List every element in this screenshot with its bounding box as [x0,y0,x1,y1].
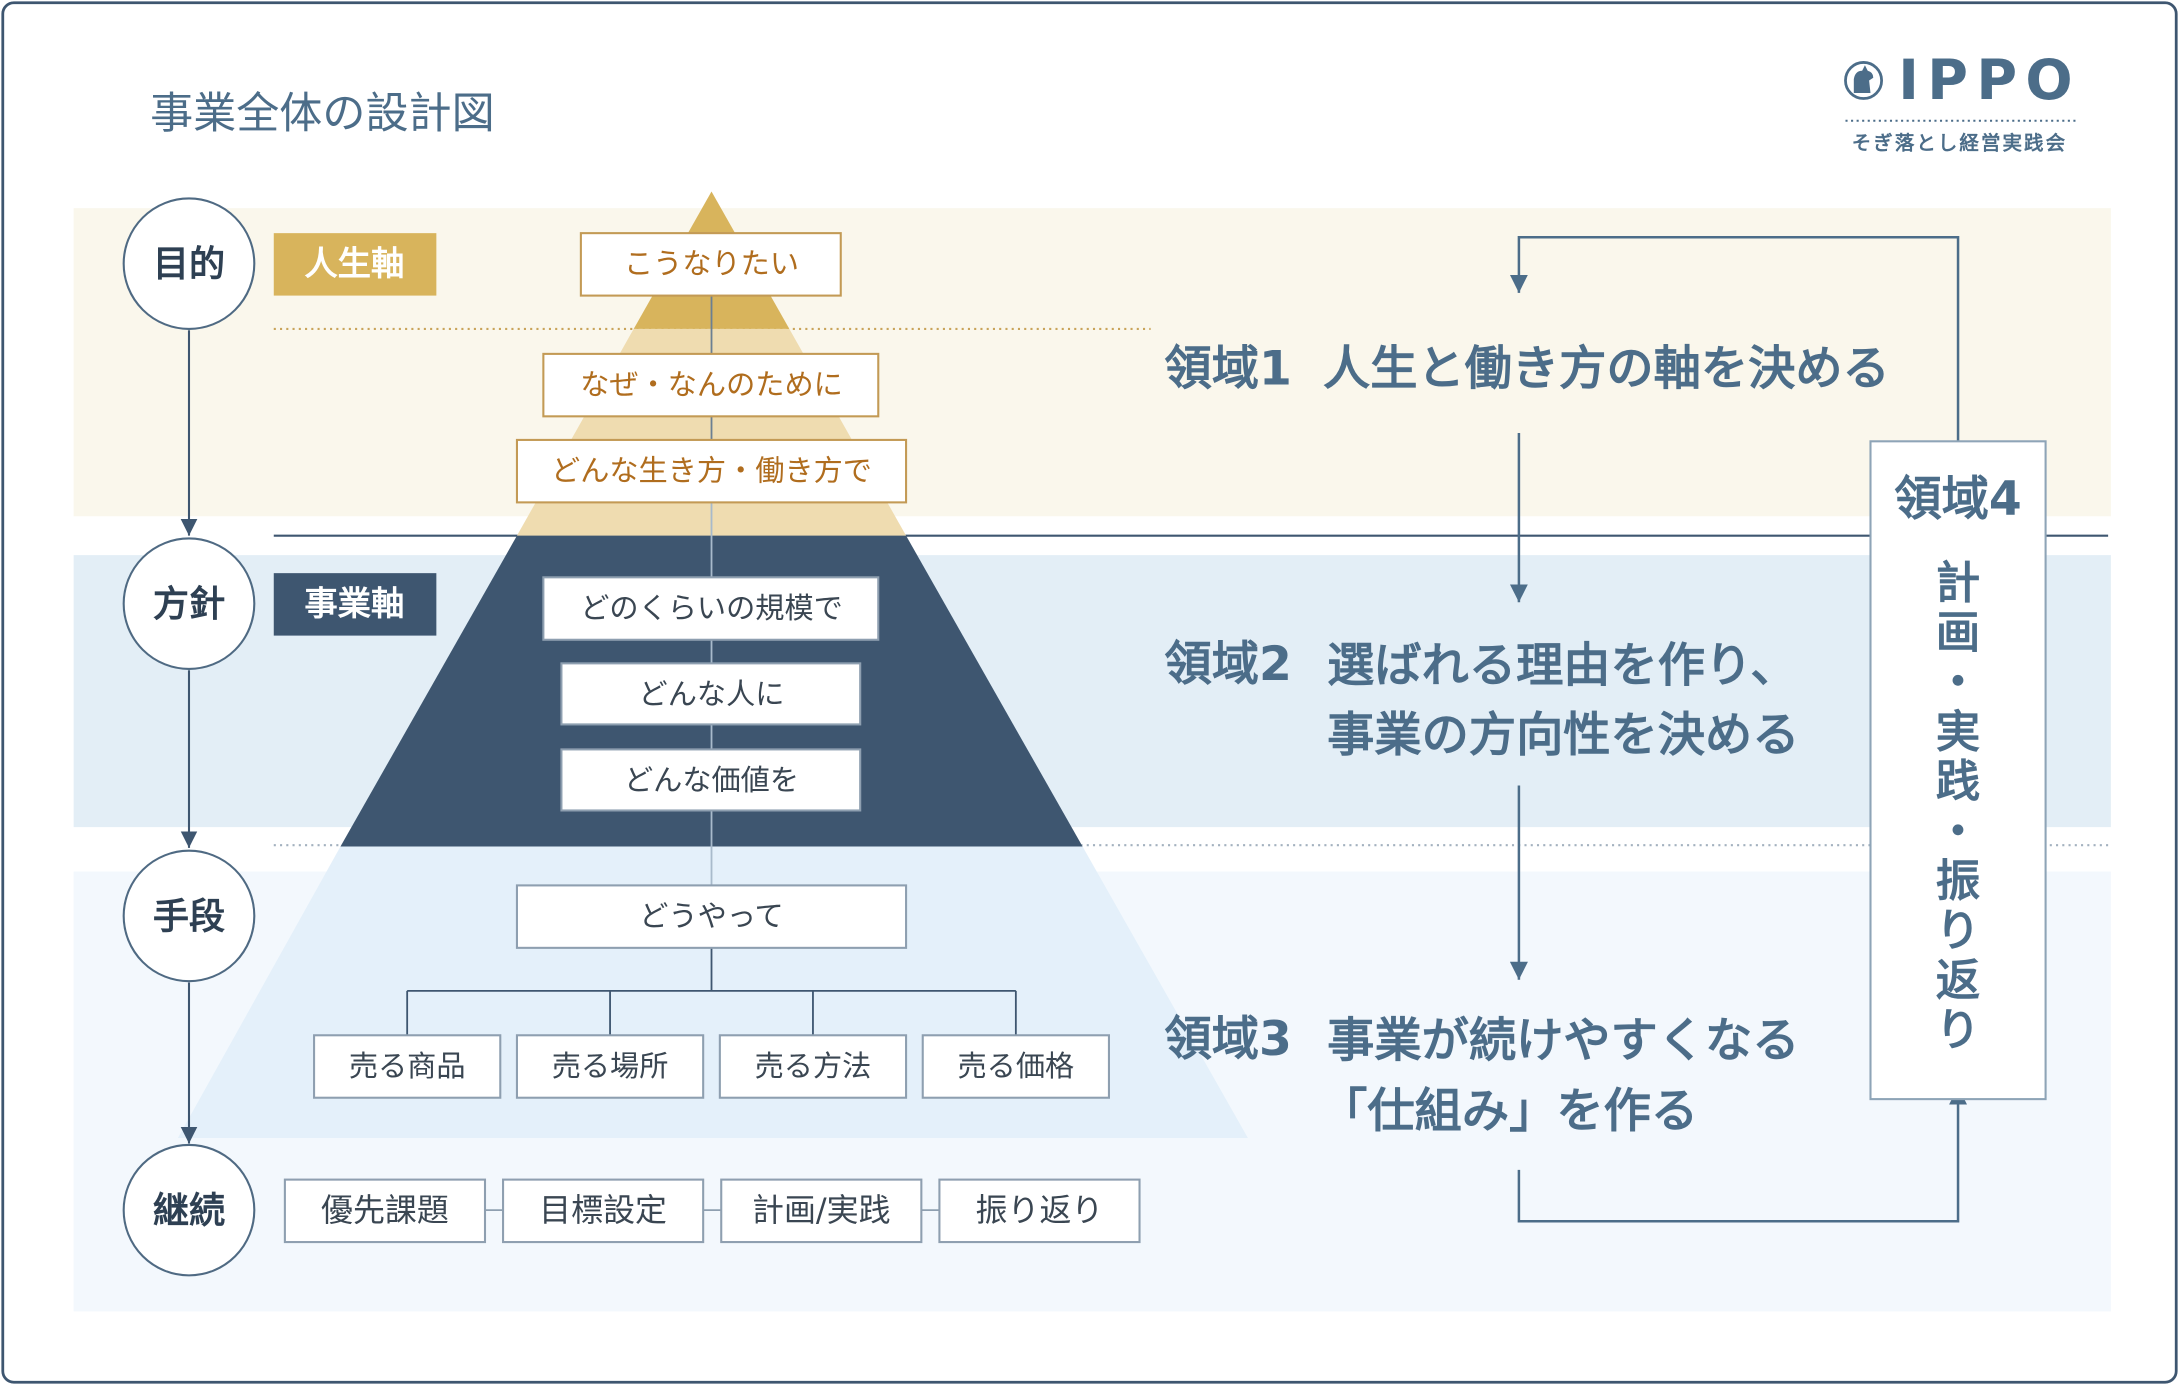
area-4-box [1869,440,2047,1101]
stage-means: 手段 [122,849,256,983]
box-policy-2-label: どんな人に [639,677,785,711]
tag-life-axis: 人生軸 [273,233,437,296]
area-1: 領域1 人生と働き方の軸を決める [1165,342,1890,397]
box-plan-practice-label: 計画/実践 [752,1191,891,1229]
area-3: 領域3 事業が続けやすくなる 「仕組み」を作る [1165,1012,1800,1139]
box-priority-issues: 優先課題 [283,1178,487,1244]
area-1-line-1: 人生と働き方の軸を決める [1323,342,1890,397]
box-purpose-2: なぜ・なんのために [542,352,880,418]
stage-means-label: 手段 [153,894,225,937]
area-3-label: 領域3 [1165,1012,1292,1067]
area-4-label: 領域4 [1894,472,2021,527]
box-means-price-label: 売る価格 [957,1049,1074,1083]
tag-business-axis: 事業軸 [273,573,437,636]
box-plan-practice: 計画/実践 [720,1178,923,1244]
area-4-vertical-label: 計画・実践・振り返り [1936,557,1981,1055]
box-purpose-1-label: こうなりたい [624,247,799,281]
box-goal-setting-label: 目標設定 [539,1191,667,1229]
area-2-label: 領域2 [1165,637,1292,692]
box-means-product-label: 売る商品 [349,1049,466,1083]
box-review-label: 振り返り [976,1191,1104,1229]
continuation-row: 優先課題 目標設定 計画/実践 振り返り [283,1178,1141,1244]
logo-name: IPPO [1898,48,2081,113]
stage-purpose-label: 目的 [153,242,225,285]
stage-policy-label: 方針 [153,582,225,625]
area-3-line-1: 事業が続けやすくなる [1327,1013,1799,1068]
box-policy-2: どんな人に [560,662,862,726]
box-policy-3-label: どんな価値を [624,763,799,797]
box-review: 振り返り [938,1178,1141,1244]
box-purpose-3: どんな生き方・働き方で [515,438,908,504]
area-flow [1509,236,1968,1223]
area-3-line-2: 「仕組み」を作る [1320,1084,1698,1139]
area-1-label: 領域1 [1165,342,1292,397]
tag-business-axis-label: 事業軸 [304,584,404,623]
stage-flow: 目的 方針 手段 継続 [122,197,256,1277]
box-means-place: 売る場所 [515,1034,705,1099]
flow-arrow-3-to-4 [1517,1086,1968,1223]
stage-continuation-label: 継続 [153,1189,225,1232]
area-2-line-2: 事業の方向性を決める [1327,708,1799,763]
box-means-root-label: どうやって [639,899,783,933]
box-means-place-label: 売る場所 [552,1049,669,1083]
box-priority-issues-label: 優先課題 [321,1191,449,1229]
logo-mark-icon [1844,61,1884,100]
logo-subtitle: そぎ落とし経営実践会 [1852,131,2067,154]
box-goal-setting: 目標設定 [502,1178,705,1244]
box-means-method: 売る方法 [718,1034,908,1099]
stage-continuation: 継続 [122,1143,256,1277]
box-purpose-3-label: どんな生き方・働き方で [551,453,872,487]
box-means-root: どうやって [515,884,908,949]
box-policy-3: どんな価値を [560,748,862,812]
box-means-price: 売る価格 [921,1034,1110,1099]
box-means-method-label: 売る方法 [755,1049,872,1083]
box-purpose-2-label: なぜ・なんのために [580,367,843,401]
page-title: 事業全体の設計図 [150,89,495,139]
pyramid-connectors [406,295,1017,1036]
box-purpose-1: こうなりたい [579,232,842,297]
box-means-product: 売る商品 [313,1034,502,1099]
stage-policy: 方針 [122,537,256,670]
tag-life-axis-label: 人生軸 [304,244,404,283]
box-policy-1: どのくらいの規模で [542,576,880,641]
area-2-line-1: 選ばれる理由を作り、 [1327,639,1797,694]
logo: IPPO そぎ落とし経営実践会 [1844,48,2081,154]
stage-purpose: 目的 [122,197,256,330]
area-4: 領域4 計画・実践・振り返り [1869,440,2047,1101]
area-2: 領域2 選ばれる理由を作り、 事業の方向性を決める [1165,637,1800,763]
flow-arrow-loop-top [1509,236,1960,442]
box-policy-1-label: どのくらいの規模で [580,591,843,625]
